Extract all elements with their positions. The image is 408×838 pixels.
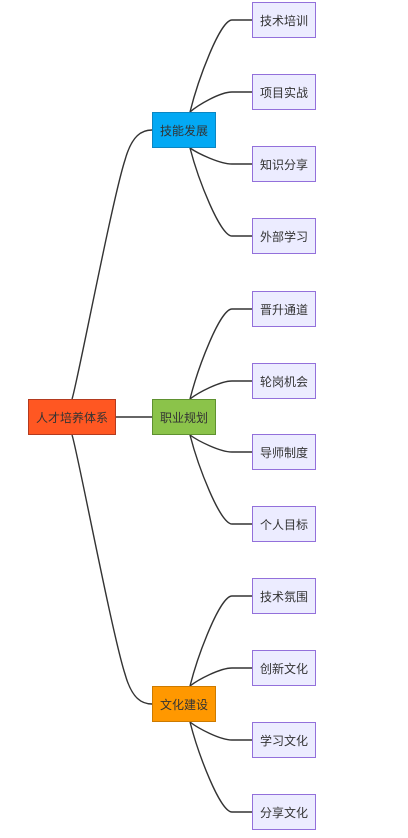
edge-branch-0-leaf-1 (189, 91, 252, 113)
leaf-node: 学习文化 (252, 722, 316, 758)
edge-branch-1-leaf-1 (189, 380, 252, 400)
leaf-node: 技术氛围 (252, 578, 316, 614)
leaf-node: 分享文化 (252, 794, 316, 830)
leaf-node: 外部学习 (252, 218, 316, 254)
branch-node-skills: 技能发展 (152, 112, 216, 148)
edge-branch-2-leaf-2 (189, 721, 252, 741)
edge-branch-0-leaf-0 (189, 19, 252, 113)
leaf-node: 晋升通道 (252, 291, 316, 327)
leaf-node: 创新文化 (252, 650, 316, 686)
leaf-node: 轮岗机会 (252, 363, 316, 399)
leaf-node: 导师制度 (252, 434, 316, 470)
edge-branch-2-leaf-3 (189, 721, 252, 813)
branch-node-career: 职业规划 (152, 399, 216, 435)
leaf-node: 技术培训 (252, 2, 316, 38)
edge-branch-0-leaf-2 (189, 147, 252, 165)
leaf-node: 个人目标 (252, 506, 316, 542)
edge-branch-2-leaf-0 (189, 595, 252, 687)
root-node: 人才培养体系 (28, 399, 116, 435)
edge-branch-0-leaf-3 (189, 147, 252, 237)
edge-branch-2-leaf-1 (189, 667, 252, 687)
edge-branch-1-leaf-0 (189, 308, 252, 400)
branch-node-culture: 文化建设 (152, 686, 216, 722)
leaf-node: 项目实战 (252, 74, 316, 110)
leaf-node: 知识分享 (252, 146, 316, 182)
edge-root-skills (71, 129, 153, 400)
edge-root-culture (71, 434, 153, 705)
edge-branch-1-leaf-2 (189, 434, 252, 453)
edge-branch-1-leaf-3 (189, 434, 252, 525)
